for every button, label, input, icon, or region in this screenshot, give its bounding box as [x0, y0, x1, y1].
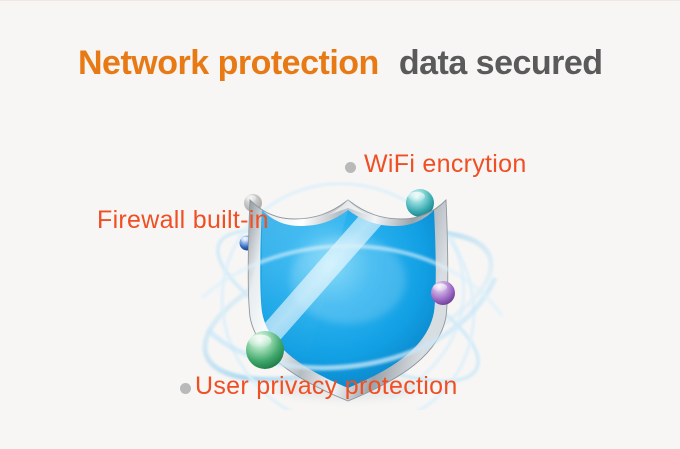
bullet-user-privacy-protection: [180, 383, 191, 394]
bullet-wifi-encryption: [345, 162, 356, 173]
feature-label-user-privacy-protection: User privacy protection: [195, 372, 458, 400]
page-title: Network protection data secured: [78, 44, 603, 83]
purple-sphere: [431, 281, 455, 305]
feature-label-firewall-built-in: Firewall built-in: [97, 206, 269, 234]
top-divider: [0, 0, 680, 1]
page-title-highlight: Network protection: [78, 44, 379, 82]
feature-label-wifi-encryption: WiFi encrytion: [364, 150, 527, 178]
shield: [247, 198, 449, 402]
green-sphere: [246, 331, 284, 369]
orbit-rings-front: [200, 233, 504, 400]
security-shield-graphic: [150, 130, 530, 410]
shield-crown-highlight: [328, 200, 368, 215]
teal-sphere: [406, 189, 434, 217]
page-title-rest: data secured: [398, 44, 603, 82]
